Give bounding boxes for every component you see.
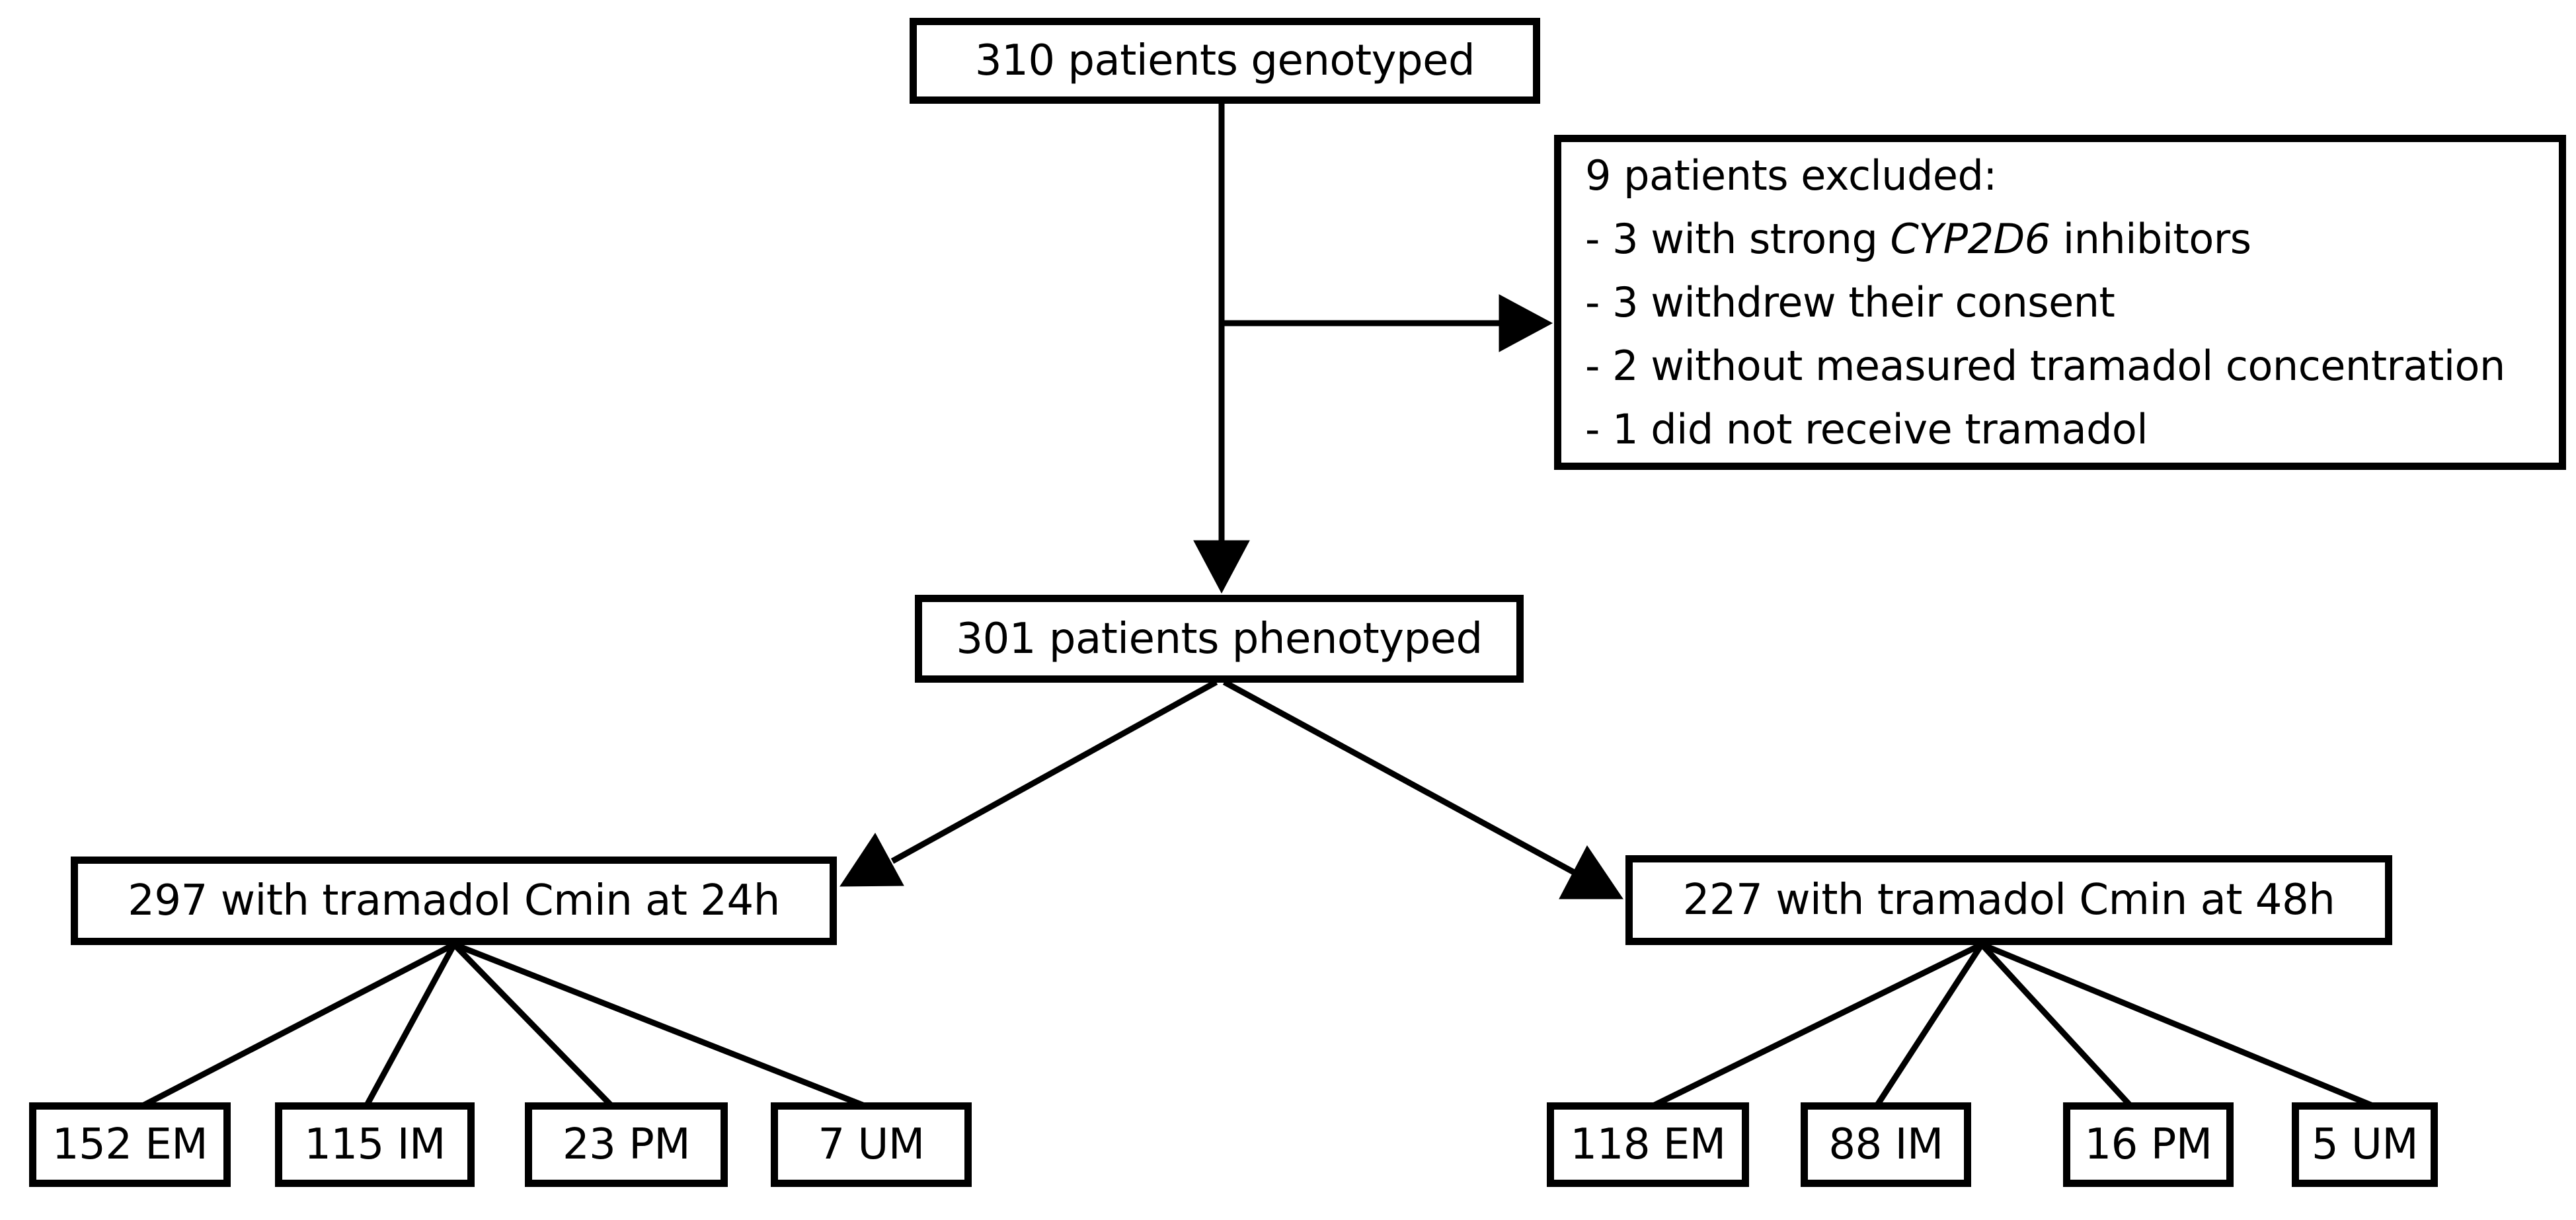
exclusion-item-consent: - 3 withdrew their consent: [1585, 278, 2115, 326]
arrow-phenotyped-to-48h: [1222, 679, 1623, 899]
branch-box-48h-label: 227 with tramadol Cmin at 48h: [1682, 876, 2335, 925]
leaf-box-48h-pm: 16 PM: [2063, 1102, 2234, 1187]
leaf-box-24h-im: 115 IM: [275, 1102, 475, 1187]
phenotyped-box-label: 301 patients phenotyped: [956, 614, 1483, 664]
exclusion-title: 9 patients excluded:: [1585, 151, 1997, 200]
leaf-box-48h-em: 118 EM: [1547, 1102, 1749, 1187]
exclusion-box: 9 patients excluded: - 3 with strong CYP…: [1554, 135, 2566, 470]
genotyped-box: 310 patients genotyped: [910, 18, 1540, 104]
arrow-genotyped-to-phenotyped: [1193, 99, 1250, 594]
phenotyped-box: 301 patients phenotyped: [915, 595, 1524, 683]
exclusion-item-inhibitors: - 3 with strong CYP2D6 inhibitors: [1585, 214, 2251, 263]
branch-box-24h: 297 with tramadol Cmin at 24h: [71, 857, 837, 945]
gene-name-italic: CYP2D6: [1890, 214, 2051, 263]
branch-box-24h-label: 297 with tramadol Cmin at 24h: [128, 876, 780, 925]
arrow-to-exclusion: [1222, 294, 1553, 352]
leaf-box-48h-im: 88 IM: [1801, 1102, 1971, 1187]
leaf-box-24h-em: 152 EM: [29, 1102, 231, 1187]
genotyped-box-label: 310 patients genotyped: [974, 36, 1475, 85]
exclusion-item-no-tramadol: - 1 did not receive tramadol: [1585, 404, 2148, 453]
branch-box-48h: 227 with tramadol Cmin at 48h: [1625, 855, 2392, 945]
exclusion-item-concentration: - 2 without measured tramadol concentrat…: [1585, 341, 2505, 390]
leaf-box-24h-um: 7 UM: [771, 1102, 972, 1187]
fanout-24h: [139, 941, 867, 1110]
arrow-phenotyped-to-24h: [839, 679, 1218, 887]
leaf-box-24h-pm: 23 PM: [525, 1102, 728, 1187]
fanout-48h: [1653, 941, 2372, 1108]
leaf-box-48h-um: 5 UM: [2292, 1102, 2438, 1187]
